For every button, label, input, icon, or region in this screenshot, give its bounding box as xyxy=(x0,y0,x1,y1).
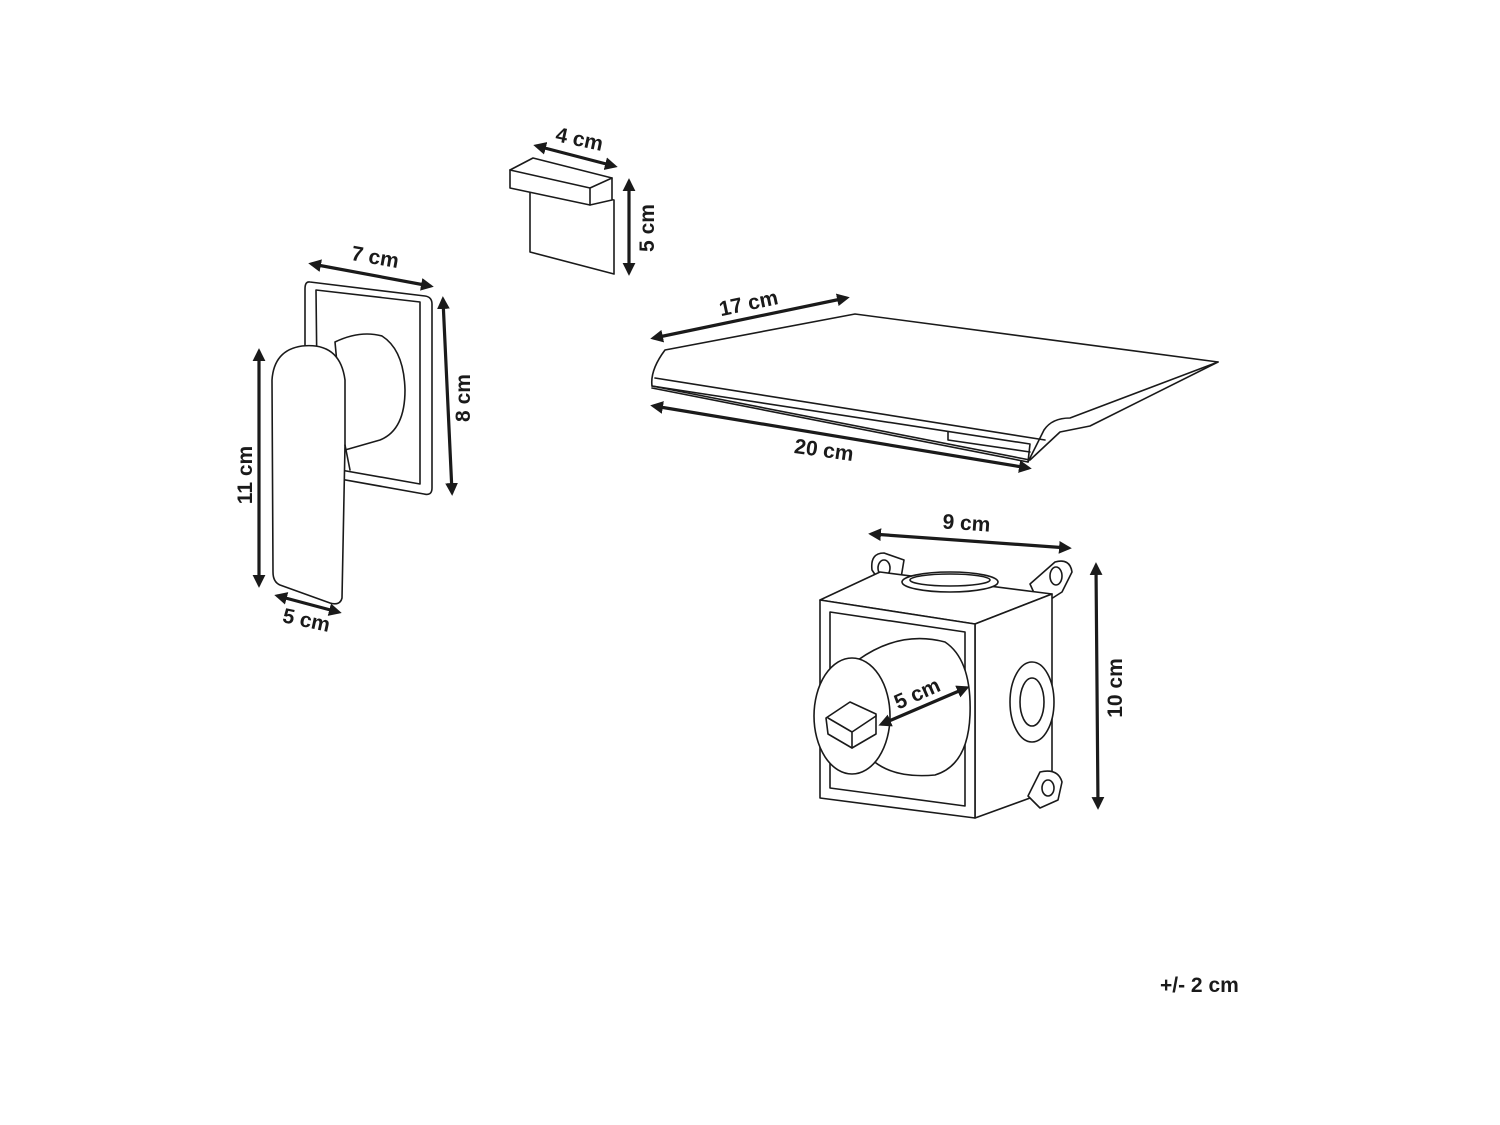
valve-lever xyxy=(271,344,346,605)
dimension-valve-plate-width: 7 cm xyxy=(308,242,434,291)
dimension-box-height: 10 cm xyxy=(1089,562,1127,810)
dimension-cap-width: 4 cm xyxy=(533,123,618,170)
box-stem xyxy=(825,701,877,749)
dimension-valve-lever-height: 11 cm xyxy=(234,348,266,588)
dimension-box-width: 9 cm xyxy=(868,510,1072,554)
dimension-cap-height: 5 cm xyxy=(622,178,659,276)
spout-depth-label: 17 cm xyxy=(717,286,780,321)
valve-body xyxy=(334,333,406,451)
cap-height-label: 5 cm xyxy=(636,204,659,252)
dimension-valve-plate-height: 8 cm xyxy=(437,296,475,496)
box-width-label: 9 cm xyxy=(942,510,991,536)
box-lug-hole xyxy=(1041,779,1055,797)
box-top-port-inner xyxy=(909,573,991,587)
valve-plate-width-label: 7 cm xyxy=(350,242,401,273)
box-lug-hole xyxy=(1049,566,1063,586)
square-cap-drawing xyxy=(509,157,615,275)
valve-lever-height-label: 11 cm xyxy=(234,446,257,504)
valve-lever-edge xyxy=(344,444,351,471)
box-mount-lug-bottom-right xyxy=(1027,770,1063,809)
box-stem-edges xyxy=(827,715,877,749)
spout-top-surface xyxy=(650,313,1219,461)
cap-flange-edges xyxy=(509,169,613,206)
box-side-port-inner xyxy=(1019,677,1045,727)
valve-mixer-drawing xyxy=(271,281,433,605)
tolerance-note: +/- 2 cm xyxy=(1160,974,1239,997)
waterfall-spout-drawing xyxy=(650,313,1219,463)
valve-plate-height-label: 8 cm xyxy=(452,374,475,422)
valve-box-drawing xyxy=(813,552,1073,819)
box-side-port xyxy=(1009,661,1055,743)
box-top-port xyxy=(901,571,999,593)
spout-width-label: 20 cm xyxy=(793,435,855,466)
spout-front-edge xyxy=(651,361,1219,463)
box-height-label: 10 cm xyxy=(1104,658,1127,718)
